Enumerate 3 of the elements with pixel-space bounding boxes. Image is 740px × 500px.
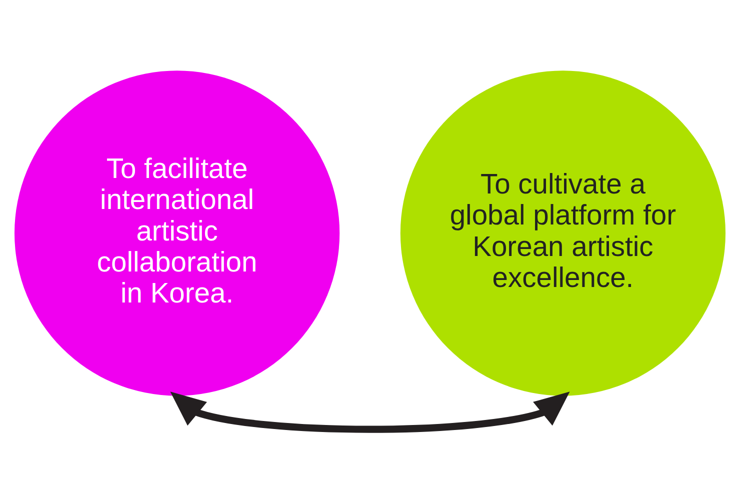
node-circle: To cultivate a global platform for Korean artistic excellence.: [400, 70, 726, 396]
arrow: [170, 392, 570, 433]
node-circle: To facilitate international artistic collaboration in Korea.: [14, 70, 340, 396]
